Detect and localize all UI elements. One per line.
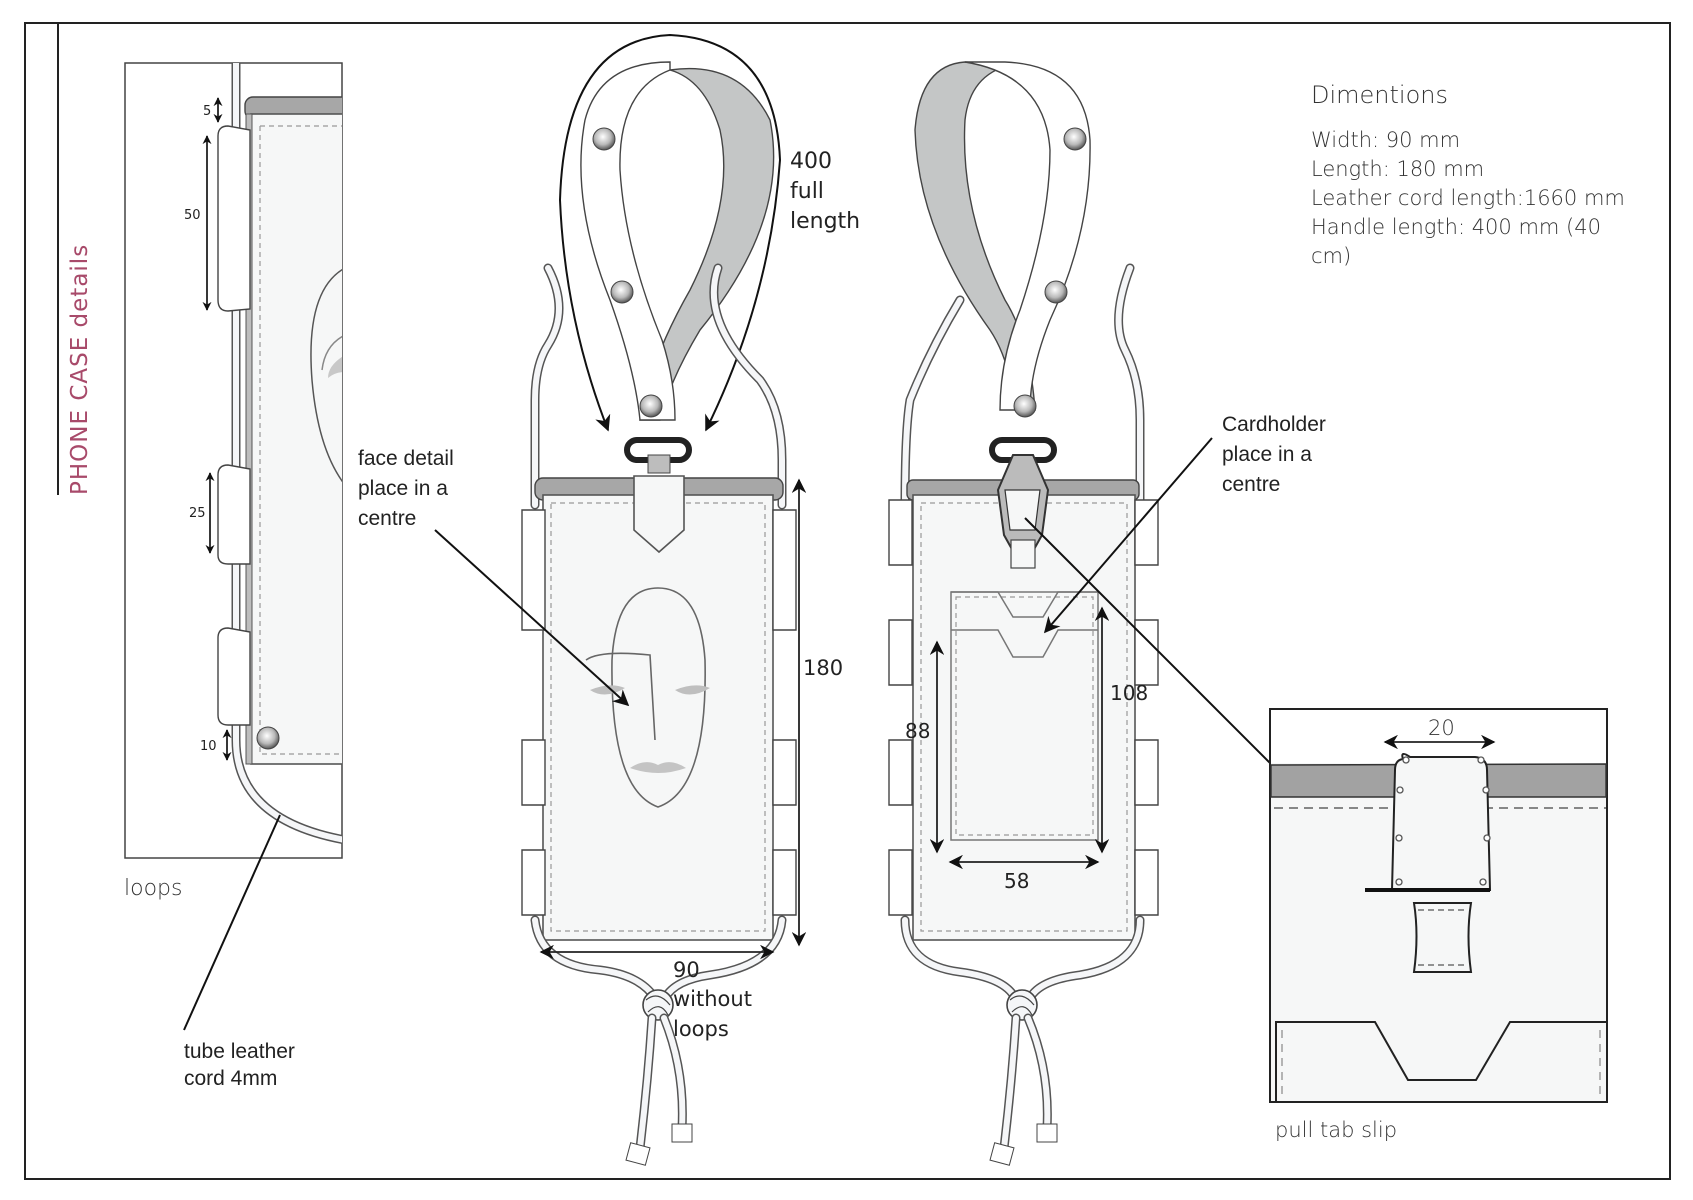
loops-caption: loops [124,876,182,901]
pocket-outer-height-label: 108 [1110,681,1148,705]
cord-knot [1006,989,1038,1021]
rivet [256,726,280,750]
cord-end-cap [671,1123,693,1143]
back-loops-right [1134,499,1159,916]
cord-knot [642,989,674,1021]
loop-dim-25: 25 [189,506,206,521]
loop-dim-50: 50 [184,208,201,223]
dimension-handle-length: Handle length: 400 mm (40 [1311,215,1601,239]
loop-3 [217,627,251,726]
cord-label-line2: cord 4mm [184,1067,277,1090]
pull-tab-detail: 20 pull tab slip [1269,708,1608,1142]
rivet [1063,127,1087,151]
pocket-width-label: 58 [1004,869,1029,893]
loop-dim-10: 10 [200,739,217,754]
front-width-note-1: without [673,987,752,1011]
cardholder-pocket [950,591,1099,841]
pull-tab-caption: pull tab slip [1275,1118,1397,1142]
sheet-frame [24,22,1671,1180]
cardholder-label-1: Cardholder [1222,413,1326,436]
rivet [592,127,616,151]
cord-end-cap [625,1142,651,1166]
cord-end-cap [1036,1123,1058,1143]
dimension-cord-length: Leather cord length:1660 mm [1311,186,1625,210]
front-view: 400 full length [358,33,860,1166]
pocket-height-label: 88 [905,719,930,743]
loop-2 [217,464,251,565]
handle-length-label-3: length [790,209,860,234]
dimension-width: Width: 90 mm [1311,128,1460,152]
front-loops-left [521,509,546,916]
front-width-label: 90 [673,958,700,982]
loops-detail: 5 50 25 10 loops tube leather cord 4mm [124,62,343,1090]
cardholder-label-2: place in a [1222,443,1312,466]
face-label-3: centre [358,507,416,530]
face-label-1: face detail [358,447,454,470]
front-loops-right [772,509,797,916]
rivet [1013,394,1037,418]
front-height-label: 180 [803,656,843,680]
dimension-handle-length-cont: cm) [1311,244,1351,268]
loop-dim-5: 5 [203,104,211,119]
loop-1 [217,125,251,312]
sheet-title: PHONE CASE details [67,244,93,495]
rivet [610,280,634,304]
back-loops-left [888,499,913,916]
face-label-2: place in a [358,477,448,500]
handle-length-label-1: 400 [790,149,832,174]
dimension-length: Length: 180 mm [1311,157,1484,181]
rivet [639,394,663,418]
rivet [1044,280,1068,304]
pull-tab-width-label: 20 [1428,716,1455,740]
back-view: Cardholder place in a centre 88 108 58 [888,61,1363,1166]
dimensions-heading: Dimentions [1311,81,1448,109]
dimensions-panel: Dimentions Width: 90 mm Length: 180 mm L… [1311,81,1625,268]
cord-label-line1: tube leather [184,1040,295,1063]
cardholder-label-3: centre [1222,473,1280,496]
pull-tab[interactable] [1390,753,1492,891]
front-width-note-2: loops [673,1017,729,1041]
cord-end-cap [989,1142,1015,1166]
handle-length-label-2: full [790,179,824,204]
